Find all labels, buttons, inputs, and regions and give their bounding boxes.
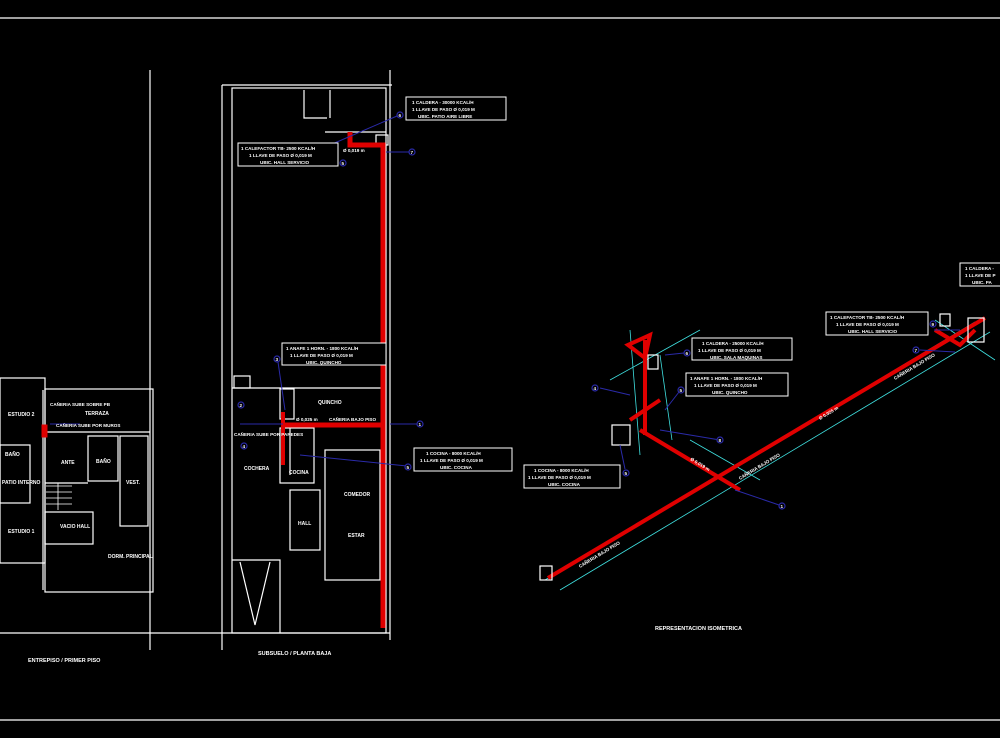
callout-line: UBIC. PA xyxy=(972,280,993,285)
callout-number: 9 xyxy=(932,322,935,327)
ground-floor-plan: 1 7 2 4 QUINCHO COCHERA COCINA COMEDOR H… xyxy=(221,70,424,657)
plan-title: ENTREPISO / PRIMER PISO xyxy=(28,658,101,664)
room-label: COMEDOR xyxy=(344,492,371,498)
pipe-note: CAÑERIA SUBE POR PAREDES xyxy=(234,431,303,437)
pipe-note: CAÑERIA SUBE POR MUROS xyxy=(56,422,120,428)
callout-number: 5 xyxy=(680,388,683,393)
callout-line: 1 ANAFE 1 HORN. - 1800 KCAL/H xyxy=(690,376,763,381)
iso-callout-calefactor: 1 CALEFACTOR TB- 2500 KCAL/H 1 LLAVE DE … xyxy=(825,311,937,336)
marker-number: 2 xyxy=(240,403,243,408)
callout-number: 5 xyxy=(342,161,345,166)
room-label: ESTUDIO 2 xyxy=(8,412,35,418)
room-label: HALL xyxy=(298,521,311,527)
callout-line: 1 LLAVE DE PASO Ø 0,019 M xyxy=(290,353,353,358)
room-label: PATIO INTERNO xyxy=(2,480,41,486)
pipe-diameter: Ø 0,025 m xyxy=(296,417,318,422)
marker-number: 4 xyxy=(594,386,597,391)
callout-number: 6 xyxy=(399,113,402,118)
callout-line: 1 LLAVE DE PASO Ø 0,019 M xyxy=(694,383,757,388)
plan-title: SUBSUELO / PLANTA BAJA xyxy=(258,651,331,657)
callout-line: 1 CALDERA - 30000 KCAL/H xyxy=(412,100,474,105)
callout-line: 1 LLAVE DE PASO Ø 0,019 M xyxy=(420,458,483,463)
room-label: TERRAZA xyxy=(85,411,109,417)
iso-callout-anafe: 1 ANAFE 1 HORN. - 1800 KCAL/H 1 LLAVE DE… xyxy=(677,372,789,397)
pipe-diameter: Ø 0,019 m xyxy=(689,457,710,472)
room-label: COCHERA xyxy=(244,466,270,472)
callout-line: 1 LLAVE DE PASO Ø 0,019 M xyxy=(698,348,761,353)
pipe-note: CAÑERIA BAJO PISO xyxy=(577,539,621,569)
callout-caldera: 1 CALDERA - 30000 KCAL/H 1 LLAVE DE PASO… xyxy=(396,96,507,121)
marker-number: 1 xyxy=(781,504,784,509)
room-label: VEST. xyxy=(126,480,141,486)
iso-callout-caldera: 1 CALDERA - 25000 KCAL/H 1 LLAVE DE PASO… xyxy=(683,337,793,361)
marker-number: 7 xyxy=(411,150,414,155)
room-label: BAÑO xyxy=(96,458,111,465)
room-label: ANTE xyxy=(61,460,75,466)
callout-line: UBIC. PATIO AIRE LIBRE xyxy=(418,114,472,119)
callout-line: 1 LLAVE DE PASO Ø 0,019 M xyxy=(412,107,475,112)
callout-line: 1 CALDERA - 25000 KCAL/H xyxy=(702,341,764,346)
callout-line: UBIC. HALL SERVICIO xyxy=(848,329,898,334)
callout-line: 1 CALEFACTOR TB- 2500 KCAL/H xyxy=(830,315,905,320)
room-label: ESTUDIO 1 xyxy=(8,529,35,535)
callout-line: UBIC. QUINCHO xyxy=(712,390,748,395)
callout-line: UBIC. COCINA xyxy=(440,465,473,470)
pipe-diameter: Ø 0,025 m xyxy=(818,405,839,420)
callout-number: 5 xyxy=(625,471,628,476)
room-label: VACIO HALL xyxy=(60,524,90,530)
pipe-note: CAÑERIA BAJO PISO xyxy=(329,416,376,422)
callout-number: 3 xyxy=(276,357,279,362)
callout-line: 1 LLAVE DE PASO Ø 0,019 M xyxy=(249,153,312,158)
callout-calefactor: 1 CALEFACTOR TB- 2500 KCAL/H 1 LLAVE DE … xyxy=(237,142,347,167)
room-label: COCINA xyxy=(289,470,309,476)
room-label: QUINCHO xyxy=(318,400,342,406)
room-label: DORM. PRINCIPAL xyxy=(108,554,153,560)
callout-line: 1 LLAVE DE PASO Ø 0,019 M xyxy=(836,322,899,327)
marker-number: 7 xyxy=(915,348,918,353)
callout-line: 1 CALDERA - xyxy=(965,266,994,271)
pipe-diameter: Ø 0,019 m xyxy=(343,148,365,153)
pipe-note: CAÑERIA SUBE SOBRE PB xyxy=(50,401,111,407)
callout-cocina: 1 COCINA - 8000 KCAL/H 1 LLAVE DE PASO Ø… xyxy=(404,447,513,472)
callout-line: 1 LLAVE DE P xyxy=(965,273,996,278)
room-label: ESTAR xyxy=(348,533,365,539)
marker-number: 4 xyxy=(243,444,246,449)
first-floor-plan: ESTUDIO 2 TERRAZA BAÑO ANTE BAÑO VEST. P… xyxy=(0,70,390,664)
callout-line: 1 COCINA - 8000 KCAL/H xyxy=(534,468,589,473)
iso-callout-caldera-2: 1 CALDERA - 1 LLAVE DE P UBIC. PA xyxy=(959,262,1000,287)
callout-line: 1 COCINA - 8000 KCAL/H xyxy=(426,451,481,456)
callout-number: 6 xyxy=(686,351,689,356)
marker-number: 8 xyxy=(719,438,722,443)
callout-line: UBIC. HALL SERVICIO xyxy=(260,160,310,165)
callout-line: 1 CALEFACTOR TB- 2500 KCAL/H xyxy=(241,146,316,151)
room-label: BAÑO xyxy=(5,451,20,458)
callout-line: UBIC. SALA MAQUINAS xyxy=(710,355,762,360)
callout-line: UBIC. COCINA xyxy=(548,482,581,487)
callout-anafe: 1 ANAFE 1 HORN. - 1800 KCAL/H 1 LLAVE DE… xyxy=(273,342,387,366)
pipe-note: CAÑERIA BAJO PISO xyxy=(737,451,781,481)
callout-line: 1 ANAFE 1 HORN. - 1800 KCAL/H xyxy=(286,346,359,351)
callout-line: 1 LLAVE DE PASO Ø 0,019 M xyxy=(528,475,591,480)
pipe-note: CAÑERIA BAJO PISO xyxy=(892,351,936,381)
marker-number: 1 xyxy=(419,422,422,427)
plan-title: REPRESENTACION ISOMETRICA xyxy=(655,626,742,632)
iso-callout-cocina: 1 COCINA - 8000 KCAL/H 1 LLAVE DE PASO Ø… xyxy=(523,464,630,489)
callout-number: 5 xyxy=(407,465,410,470)
callout-line: UBIC. QUINCHO xyxy=(306,360,342,365)
